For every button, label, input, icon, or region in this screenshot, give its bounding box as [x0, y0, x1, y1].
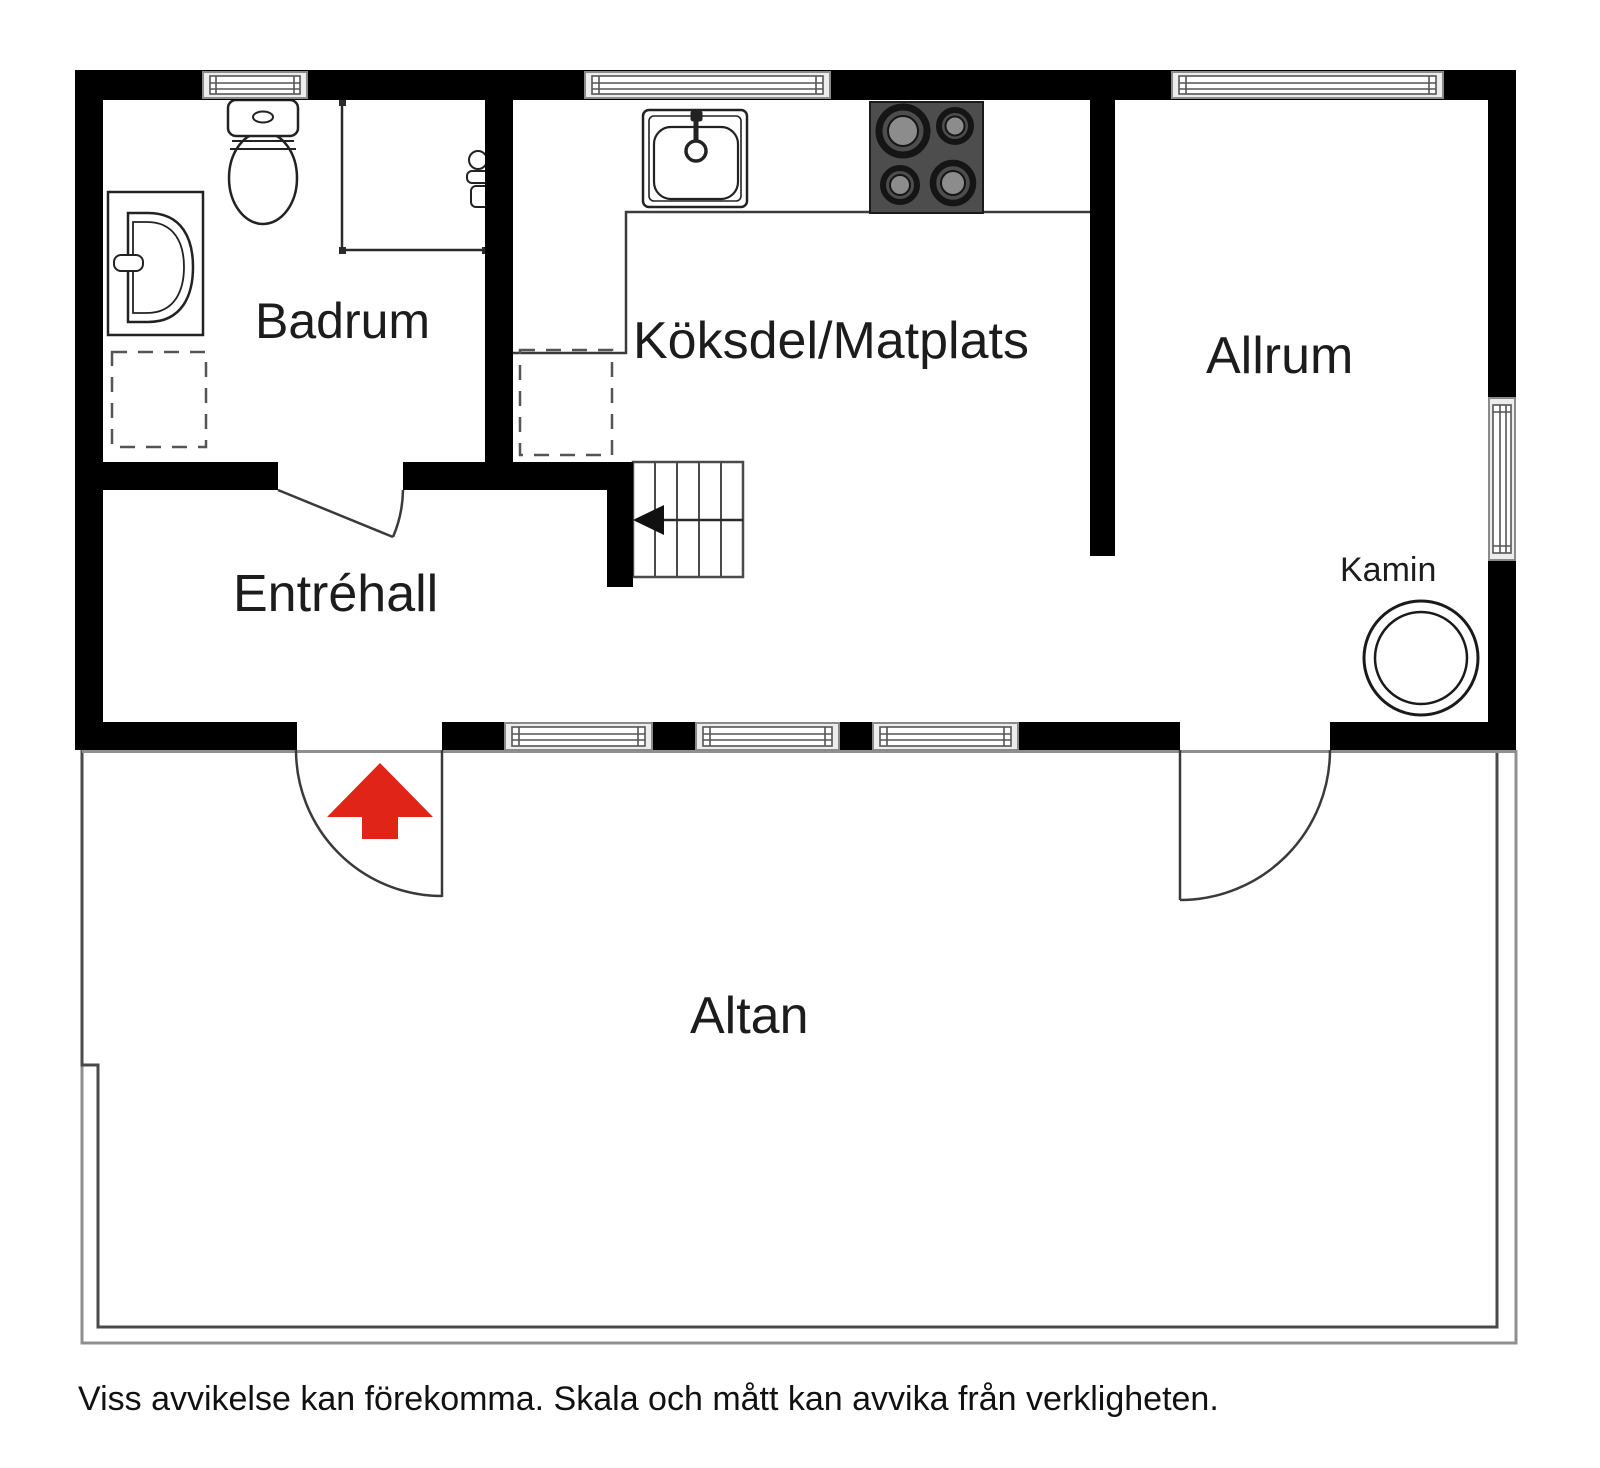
- room-label-entrehall: Entréhall: [233, 565, 439, 623]
- window-allrum-east: [1488, 397, 1516, 561]
- entrance-arrow-icon: [327, 763, 433, 839]
- window-south-3: [872, 722, 1019, 751]
- fireplace-label: Kamin: [1340, 551, 1437, 589]
- window-badrum-north: [202, 71, 308, 99]
- room-label-altan: Altan: [690, 987, 809, 1045]
- room-label-badrum: Badrum: [255, 293, 431, 349]
- disclaimer-text: Viss avvikelse kan förekomma. Skala och …: [78, 1380, 1219, 1418]
- kitchen-sink-icon: [641, 108, 749, 209]
- window-kitchen-north: [584, 71, 831, 99]
- fireplace-icon: [1362, 599, 1480, 717]
- window-south-2: [695, 722, 840, 751]
- terrace-door: [1178, 749, 1332, 902]
- kitchen-counter-edge: [513, 210, 1090, 355]
- appliance-placeholder-dashed: [518, 348, 614, 457]
- interior-walls: [103, 100, 1115, 587]
- room-label-allrum: Allrum: [1206, 327, 1354, 385]
- entrance-door: [294, 749, 444, 898]
- stairs-direction-arrow-icon: [633, 505, 664, 535]
- bathroom-sink-icon: [106, 190, 205, 337]
- window-allrum-north: [1171, 71, 1444, 99]
- terrace-outline: [80, 750, 1518, 1345]
- toilet-icon: [226, 98, 300, 226]
- room-label-koksdel: Köksdel/Matplats: [633, 312, 1029, 370]
- washer-placeholder-dashed: [110, 350, 208, 449]
- stove-icon: [869, 101, 984, 214]
- stairs: [631, 460, 745, 579]
- bathroom-door: [277, 488, 405, 539]
- window-south-1: [504, 722, 653, 751]
